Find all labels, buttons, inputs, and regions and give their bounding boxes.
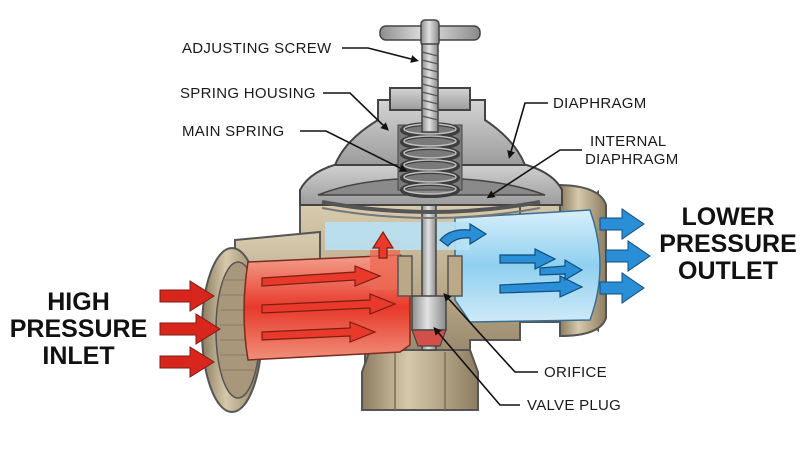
- inlet-flow-arrows: [159, 280, 221, 378]
- label-internal-diaphragm-line1: INTERNAL: [590, 133, 667, 150]
- internal-low-pressure-arrows: [439, 222, 584, 298]
- inlet-line2: PRESSURE: [9, 315, 148, 343]
- label-internal-diaphragm-line2: DIAPHRAGM: [585, 151, 679, 168]
- inlet-line3: INLET: [42, 342, 115, 370]
- label-internal-diaphragm: INTERNAL DIAPHRAGM: [585, 133, 679, 169]
- label-lower-pressure-outlet: LOWER PRESSURE OUTLET: [658, 204, 798, 285]
- label-orifice: ORIFICE: [544, 364, 607, 381]
- outlet-line3: OUTLET: [678, 257, 778, 285]
- outlet-flow-arrows: [599, 208, 651, 304]
- adjusting-screw: [379, 19, 481, 133]
- label-spring-housing: SPRING HOUSING: [180, 85, 316, 102]
- label-main-spring: MAIN SPRING: [182, 123, 285, 140]
- label-adjusting-screw: ADJUSTING SCREW: [182, 40, 332, 57]
- internal-high-pressure-arrows: [261, 230, 397, 343]
- outlet-line1: LOWER: [681, 203, 775, 231]
- label-diaphragm: DIAPHRAGM: [553, 95, 647, 112]
- inlet-line1: HIGH: [47, 288, 110, 316]
- leader-lines: [300, 47, 582, 406]
- label-valve-plug: VALVE PLUG: [527, 397, 622, 414]
- orifice-seat: [397, 255, 463, 297]
- label-high-pressure-inlet: HIGH PRESSURE INLET: [6, 289, 151, 370]
- outlet-line2: PRESSURE: [659, 230, 797, 258]
